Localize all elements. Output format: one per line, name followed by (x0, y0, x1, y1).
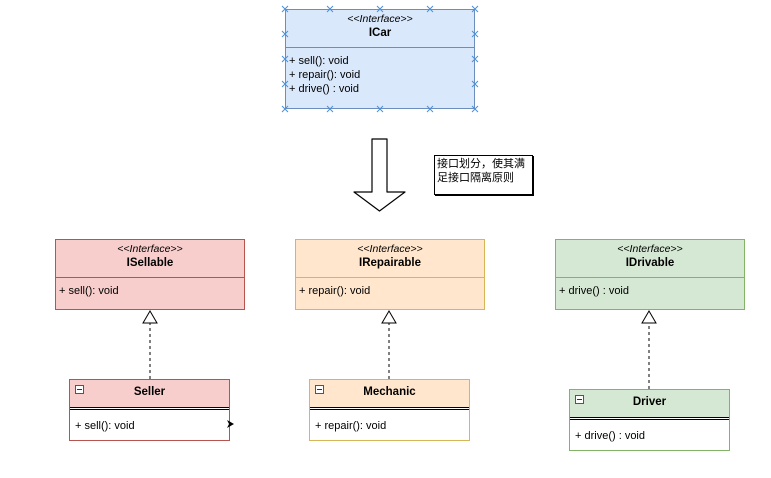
isellable-name: ISellable (126, 257, 174, 269)
isellable-interface[interactable]: <<Interface>> ISellable + sell(): void (55, 239, 245, 310)
mechanic-name: Mechanic (363, 386, 416, 398)
selection-handles (281, 5, 479, 113)
idrivable-name: IDrivable (625, 257, 675, 269)
irepairable-interface[interactable]: <<Interface>> IRepairable + repair(): vo… (295, 239, 485, 310)
driver-name: Driver (632, 396, 667, 408)
icar-interface[interactable]: <<Interface>> ICar + sell(): void + repa… (285, 9, 475, 109)
icar-name: ICar (368, 27, 392, 39)
idrivable-stereotype: <<Interface>> (617, 243, 683, 255)
icar-method-sell: + sell(): void (289, 55, 349, 67)
note-box[interactable]: 接口划分，使其满 足接口隔离原则 (434, 155, 533, 195)
seller-collapse-icon[interactable] (75, 385, 84, 394)
irepairable-triangle-icon (381, 310, 397, 324)
driver-collapse-icon[interactable] (575, 395, 584, 404)
note-line-2: 足接口隔离原则 (437, 171, 514, 184)
mechanic-class[interactable]: Mechanic + repair(): void (309, 379, 470, 441)
seller-name: Seller (133, 386, 166, 398)
idrivable-interface[interactable]: <<Interface>> IDrivable + drive() : void (555, 239, 745, 310)
mechanic-method-repair: + repair(): void (315, 420, 387, 432)
seller-class[interactable]: Seller + sell(): void (69, 379, 230, 441)
idrivable-method-drive: + drive() : void (559, 285, 629, 297)
icar-method-drive: + drive() : void (289, 83, 359, 95)
pointer-icon (227, 420, 234, 428)
seller-method-sell: + sell(): void (75, 420, 135, 432)
icar-method-repair: + repair(): void (289, 69, 361, 81)
isellable-stereotype: <<Interface>> (117, 243, 183, 255)
irepairable-name: IRepairable (359, 257, 421, 269)
irepairable-method-repair: + repair(): void (299, 285, 371, 297)
irepairable-stereotype: <<Interface>> (357, 243, 423, 255)
icar-stereotype: <<Interface>> (347, 13, 413, 25)
driver-method-drive: + drive() : void (575, 430, 645, 442)
down-arrow-icon (353, 138, 406, 212)
driver-class[interactable]: Driver + drive() : void (569, 389, 730, 451)
note-line-1: 接口划分，使其满 (437, 157, 525, 170)
idrivable-triangle-icon (641, 310, 657, 324)
mechanic-collapse-icon[interactable] (315, 385, 324, 394)
isellable-method-sell: + sell(): void (59, 285, 119, 297)
isellable-triangle-icon (142, 310, 158, 324)
